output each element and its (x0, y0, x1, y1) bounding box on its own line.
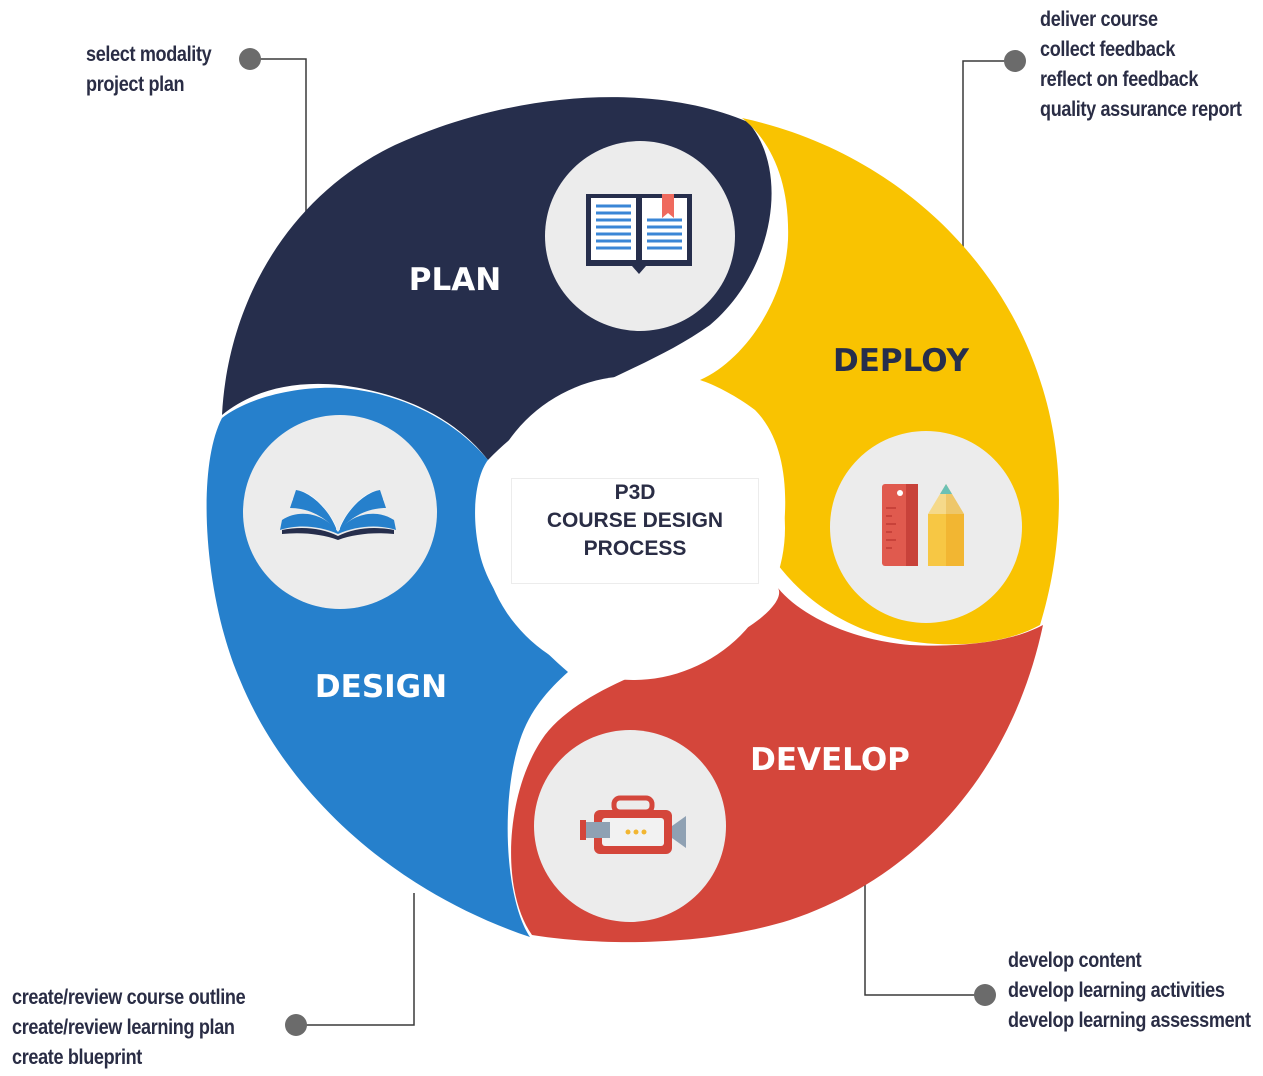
deploy-note-item: reflect on feedback (1040, 68, 1199, 91)
center-title-line2: COURSE DESIGN (546, 509, 724, 532)
plan-label: PLAN (409, 262, 501, 298)
video-camera-icon (580, 795, 686, 854)
deploy-note-item: deliver course (1040, 8, 1158, 31)
plan-note-item: select modality (86, 43, 212, 66)
deploy-note-item: quality assurance report (1040, 98, 1242, 121)
develop-connector (864, 855, 985, 996)
design-note-item: create/review learning plan (12, 1016, 235, 1039)
deploy-note-item: collect feedback (1040, 38, 1176, 61)
connector-dots (239, 48, 1026, 1036)
deploy-dot (1004, 50, 1026, 72)
develop-note-item: develop content (1008, 949, 1142, 972)
plan-note-item: project plan (86, 73, 185, 96)
plan-connector (250, 58, 307, 252)
develop-note-item: develop learning activities (1008, 979, 1225, 1002)
deploy-icon-circle (830, 431, 1022, 623)
deploy-notes: deliver course collect feedback reflect … (1040, 5, 1242, 125)
center-title-line3: PROCESS (583, 537, 687, 560)
connector-lines (250, 58, 1015, 1026)
design-icon-circle (243, 415, 437, 609)
plan-notes: select modality project plan (86, 40, 212, 100)
develop-dot (974, 984, 996, 1006)
design-notes: create/review course outline create/revi… (12, 983, 246, 1073)
develop-notes: develop content develop learning activit… (1008, 946, 1251, 1036)
center-title-line1: P3D (614, 481, 656, 504)
design-label: DESIGN (315, 669, 447, 705)
design-note-item: create/review course outline (12, 986, 246, 1009)
deploy-label: DEPLOY (833, 343, 970, 379)
develop-label: DEVELOP (750, 742, 910, 778)
plan-dot (239, 48, 261, 70)
design-note-item: create blueprint (12, 1046, 142, 1069)
center-title-box: P3D COURSE DESIGN PROCESS (511, 478, 759, 584)
open-book-icon (280, 490, 396, 540)
develop-note-item: develop learning assessment (1008, 1009, 1251, 1032)
open-book-icon (586, 194, 692, 274)
design-dot (285, 1014, 307, 1036)
design-connector (296, 893, 415, 1026)
ruler-pencil-icon (882, 484, 964, 566)
deploy-connector (962, 60, 1015, 254)
